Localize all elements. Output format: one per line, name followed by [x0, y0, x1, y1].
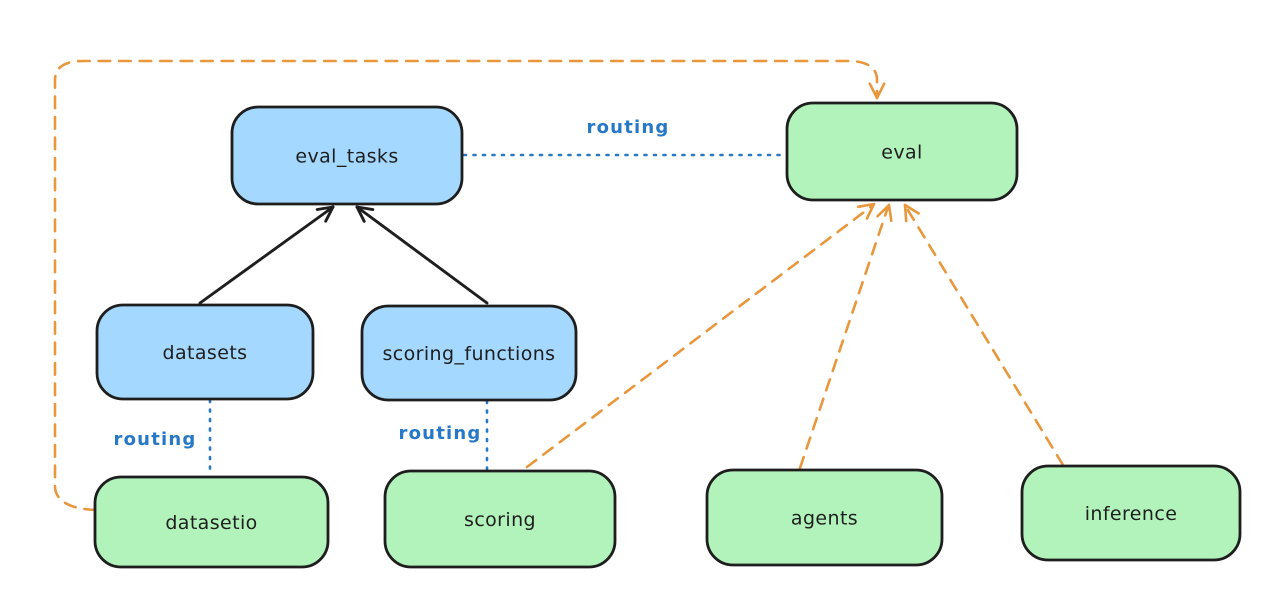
arrowhead-barb — [876, 203, 891, 218]
edge-path — [798, 205, 890, 470]
arrowhead-barb — [315, 205, 335, 211]
node-label: agents — [791, 508, 858, 530]
node-scoring_functions: scoring_functions — [360, 304, 578, 402]
arrowhead-barb — [324, 205, 335, 223]
edge-agents-to-eval — [798, 203, 893, 470]
node-label: inference — [1085, 503, 1178, 525]
arrowhead-barb — [355, 205, 375, 212]
node-label: scoring_functions — [383, 343, 556, 365]
node-label: scoring — [464, 509, 536, 531]
node-box — [230, 105, 464, 206]
node-box — [785, 101, 1019, 202]
node-datasetio: datasetio — [93, 475, 330, 569]
arrowhead-barb — [903, 203, 908, 223]
node-box — [95, 303, 315, 401]
node-datasets: datasets — [95, 303, 315, 401]
node-agents: agents — [705, 468, 944, 567]
edge-inference-to-eval — [903, 203, 1065, 467]
node-label: datasetio — [165, 512, 257, 534]
edge-scoring_functions-to-eval_tasks — [355, 205, 489, 305]
edge-label-routing-left: routing — [114, 429, 197, 450]
edge-datasets-to-eval_tasks — [198, 205, 335, 305]
node-box — [383, 469, 617, 569]
edge-path — [355, 205, 489, 305]
node-label: eval — [881, 142, 922, 164]
node-box — [93, 475, 330, 569]
edge-datasetio-to-eval — [53, 59, 886, 512]
edge-scoring-to-eval — [525, 202, 876, 469]
edge-path — [525, 204, 874, 469]
node-eval: eval — [785, 101, 1019, 202]
node-inference: inference — [1020, 464, 1242, 562]
node-box — [705, 468, 944, 567]
node-label: eval_tasks — [295, 146, 398, 168]
node-label: datasets — [163, 342, 248, 364]
node-box — [1020, 464, 1242, 562]
arrowhead-barb — [875, 82, 886, 100]
edge-label-routing-middle: routing — [399, 423, 482, 444]
arrowhead-barb — [857, 202, 876, 209]
edge-path — [53, 59, 879, 512]
edge-label-routing-top: routing — [587, 117, 670, 138]
arrowhead-barb — [887, 203, 893, 223]
arrowhead-barb — [903, 203, 920, 215]
arrowhead-barb — [865, 202, 876, 220]
node-scoring: scoring — [383, 469, 617, 569]
edge-path — [198, 205, 335, 305]
node-box — [360, 304, 578, 402]
edge-path — [904, 205, 1065, 467]
node-eval_tasks: eval_tasks — [230, 105, 464, 206]
arrowhead-barb — [868, 82, 879, 100]
arrowhead-barb — [355, 205, 366, 223]
